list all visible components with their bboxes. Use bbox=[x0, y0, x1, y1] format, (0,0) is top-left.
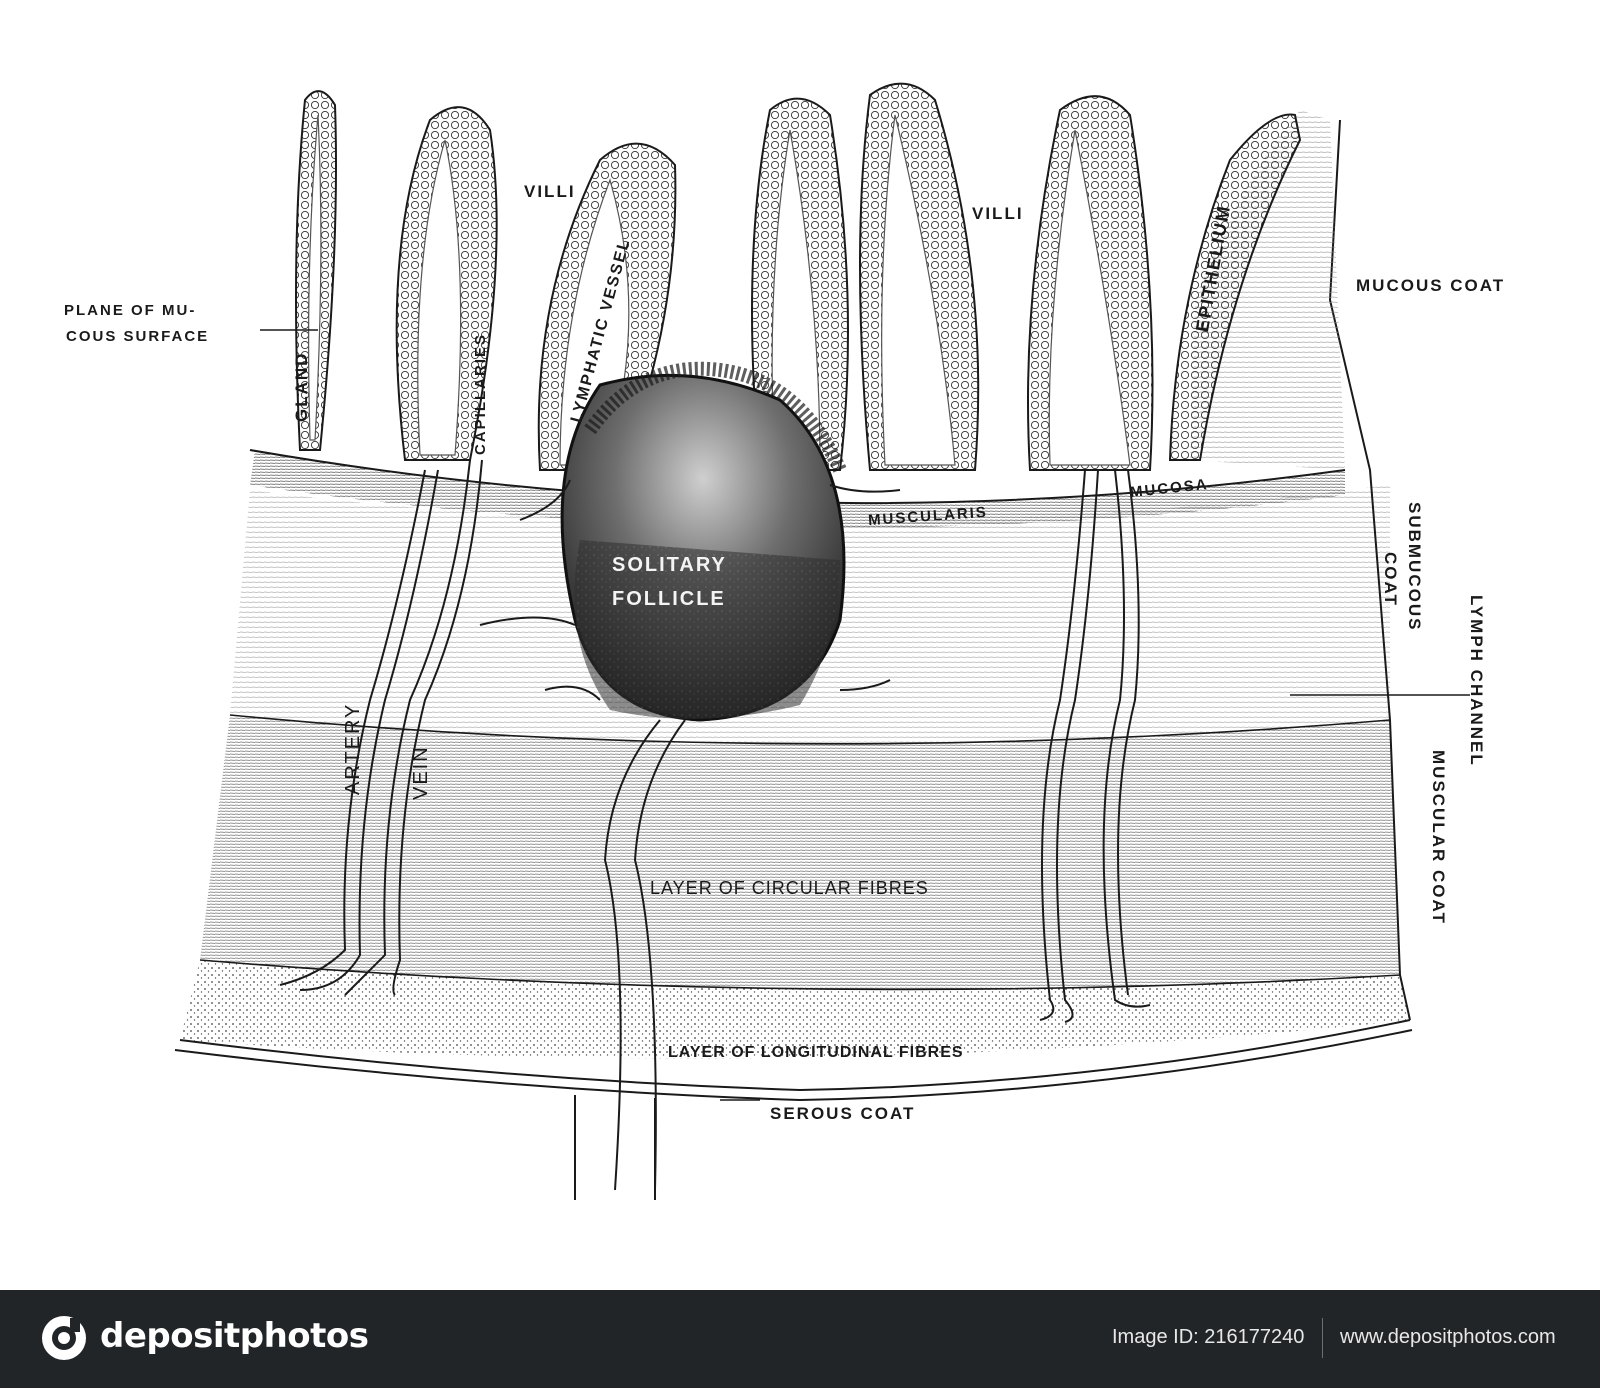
intestinal-wall-drawing bbox=[174, 82, 1470, 1200]
villus-7 bbox=[1168, 113, 1302, 461]
right-vessel-a bbox=[1039, 469, 1086, 1021]
muscular-coat-label: MUSCULAR COAT bbox=[1429, 750, 1448, 925]
image-id-text: Image ID: 216177240 bbox=[1112, 1326, 1305, 1348]
capillaries-label: CAPILLARIES bbox=[472, 332, 489, 455]
brand-name: depositphotos bbox=[100, 1316, 369, 1356]
muscularis-mucosae-band bbox=[250, 450, 1345, 528]
layer-of-longitudinal-fibres-label: LAYER OF LONGITUDINAL FIBRES bbox=[668, 1044, 964, 1061]
layer-of-circular-fibres-label: LAYER OF CIRCULAR FIBRES bbox=[650, 878, 929, 898]
depositphotos-logo-icon bbox=[42, 1316, 86, 1360]
central-lymph-vessel bbox=[603, 719, 661, 1191]
circular-fibres-region bbox=[200, 715, 1400, 990]
solitary-follicle-label-line2: FOLLICLE bbox=[612, 588, 726, 610]
gland-label: GLAND bbox=[292, 351, 311, 422]
longitudinal-fibres-region bbox=[180, 960, 1410, 1059]
footer-divider bbox=[1322, 1318, 1323, 1358]
plane-of-mucous-surface-label-line2: COUS SURFACE bbox=[66, 328, 210, 345]
mucous-coat-label: MUCOUS COAT bbox=[1356, 276, 1506, 295]
lymph-channel-label: LYMPH CHANNEL bbox=[1467, 595, 1486, 767]
stock-footer-bar: depositphotos Image ID: 216177240 www.de… bbox=[0, 1290, 1600, 1388]
artery-label: ARTERY bbox=[342, 702, 364, 795]
submucous-coat-label-line2: COAT bbox=[1381, 552, 1400, 607]
mucous-coat-region bbox=[1190, 110, 1345, 470]
solitary-follicle-label-line1: SOLITARY bbox=[612, 554, 727, 576]
right-vessel-b bbox=[1102, 469, 1151, 1008]
serous-coat-line bbox=[179, 1019, 1411, 1092]
plane-of-mucous-surface-label-line1: PLANE OF MU- bbox=[64, 302, 197, 319]
artery-vessel bbox=[279, 469, 426, 986]
submucous-coat-label-line1: SUBMUCOUS bbox=[1405, 502, 1424, 632]
vein-label: VEIN bbox=[410, 745, 432, 800]
villi-label-left: VILLI bbox=[524, 182, 576, 201]
vein-vessel bbox=[344, 459, 471, 996]
site-url-link[interactable]: www.depositphotos.com bbox=[1340, 1326, 1556, 1348]
diagram-illustration: VILLI VILLI PLANE OF MU- COUS SURFACE GL… bbox=[64, 82, 1506, 1200]
villi-label-right: VILLI bbox=[972, 204, 1024, 223]
serous-coat-label: SEROUS COAT bbox=[770, 1104, 916, 1123]
